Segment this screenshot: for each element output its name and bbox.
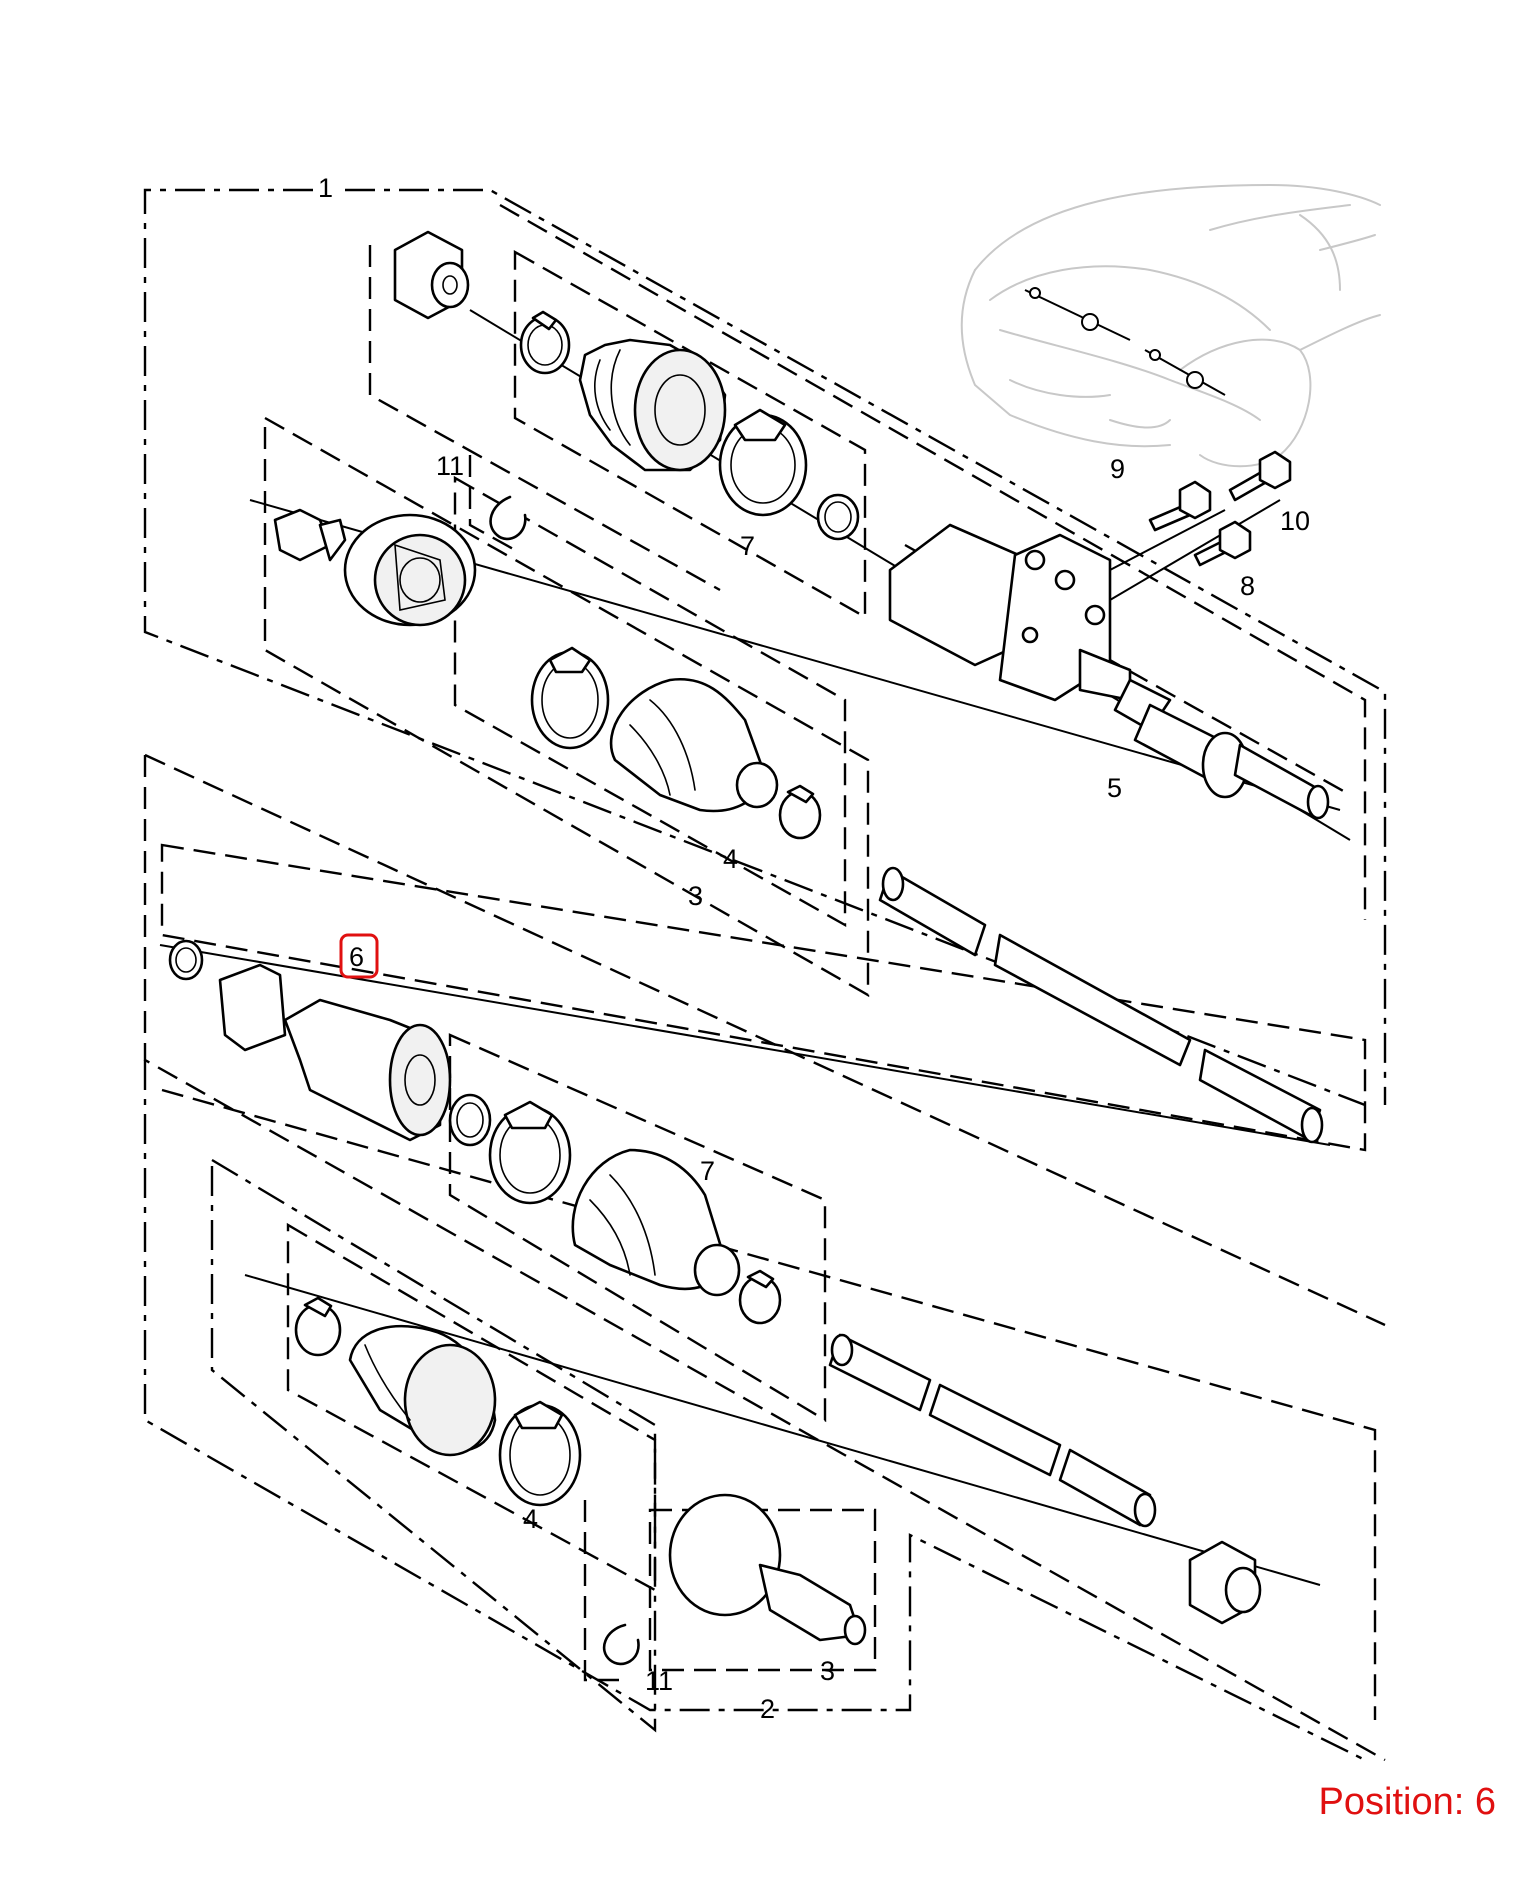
- group-1-outline: [143, 188, 1366, 1107]
- inner-boot-lower: [571, 1148, 741, 1297]
- intermediate-shaft-upper: [1113, 678, 1330, 820]
- boot-clamp-group-4-upper-small: [778, 784, 822, 840]
- intermediate-bearing-housing: [888, 523, 1132, 702]
- callout-9[interactable]: 9: [1110, 454, 1125, 484]
- position-label: Position: 6: [1318, 1781, 1496, 1823]
- callout-10[interactable]: 10: [1280, 506, 1310, 536]
- bolt-axis-9: [1109, 509, 1226, 571]
- group-bearing-outline: [368, 245, 721, 592]
- callout-7-upper[interactable]: 7: [740, 531, 755, 561]
- lower-parts: [168, 939, 1262, 1666]
- callout-2[interactable]: 2: [760, 1694, 775, 1724]
- drive-shaft-lower: [828, 1333, 1157, 1528]
- boot-clamp-upper-small: [519, 310, 571, 375]
- boot-clamp-group-4-lower-large: [498, 1400, 582, 1507]
- group-5-outline: [499, 203, 1367, 920]
- group-6-outline: [160, 843, 1367, 1152]
- callout-3-lower[interactable]: 3: [820, 1656, 835, 1686]
- group-1-outline-top: [345, 188, 1387, 1105]
- outer-boot-lower: [348, 1324, 497, 1457]
- callout-1[interactable]: 1: [318, 173, 333, 203]
- callout-6[interactable]: 6: [349, 942, 364, 972]
- boot-clamp-group-7-lower-large: [488, 1100, 572, 1205]
- callout-5[interactable]: 5: [1107, 773, 1122, 803]
- group-2-outline-bottom: [143, 1060, 1366, 1762]
- callouts: 1 9 10 8 11 7 5 4 3 6 7 4 3 11 2: [318, 173, 1310, 1724]
- callout-11-lower[interactable]: 11: [645, 1666, 673, 1696]
- group-7-lower-outline: [448, 1033, 827, 1423]
- circlip-lower-left: [168, 939, 204, 981]
- bolt-8: [1193, 520, 1252, 567]
- callout-3-upper[interactable]: 3: [688, 881, 703, 911]
- callout-4-lower[interactable]: 4: [523, 1504, 538, 1534]
- callout-7-lower[interactable]: 7: [700, 1156, 715, 1186]
- bearing-sleeve-lower: [1188, 1540, 1262, 1625]
- boot-clamp-upper-large: [718, 408, 808, 517]
- group-4-upper-outline: [453, 475, 847, 928]
- inner-boot-upper: [609, 677, 779, 813]
- inner-tripod-joint-6: [218, 963, 452, 1142]
- lower-shaft-axis: [244, 1274, 1321, 1586]
- vehicle-location-sketch: [960, 184, 1381, 468]
- group-2-outline-top: [144, 753, 1386, 1327]
- boot-clamp-group-4-lower-small: [294, 1296, 342, 1357]
- group-lower-shaft-outline: [161, 1088, 1377, 1720]
- snap-ring-lower: [448, 1093, 492, 1147]
- drive-shaft-upper: [878, 866, 1324, 1144]
- bolt-axis-10: [1109, 499, 1281, 601]
- group-3-lower-box: [648, 1508, 877, 1672]
- group-3-upper-outline: [263, 415, 870, 998]
- circlip-11-lower: [602, 1623, 640, 1666]
- boot-clamp-group-7-lower-small: [738, 1269, 782, 1325]
- callout-6-highlight: [339, 933, 379, 979]
- group-11-lower-outline: [583, 1500, 625, 1682]
- bolt-10: [1228, 450, 1292, 502]
- upper-parts: [273, 230, 1330, 1144]
- outer-boot-upper: [578, 338, 727, 472]
- boot-clamp-group-4-upper-large: [530, 646, 610, 750]
- bearing-sleeve-upper: [393, 230, 470, 320]
- bolt-9: [1148, 480, 1212, 532]
- group-11-upper-outline: [468, 455, 516, 552]
- callout-4-upper[interactable]: 4: [723, 844, 738, 874]
- circlip-11-upper: [489, 495, 527, 541]
- callout-11-upper[interactable]: 11: [436, 451, 464, 481]
- group-7-upper-outline: [513, 249, 867, 620]
- snap-ring-upper: [816, 493, 860, 541]
- group-3-lower-outline: [210, 1157, 657, 1733]
- callout-8[interactable]: 8: [1240, 571, 1255, 601]
- outer-cv-joint-lower: [668, 1493, 867, 1646]
- group-outlines: [143, 188, 1387, 1762]
- outer-cv-joint-upper: [273, 508, 477, 627]
